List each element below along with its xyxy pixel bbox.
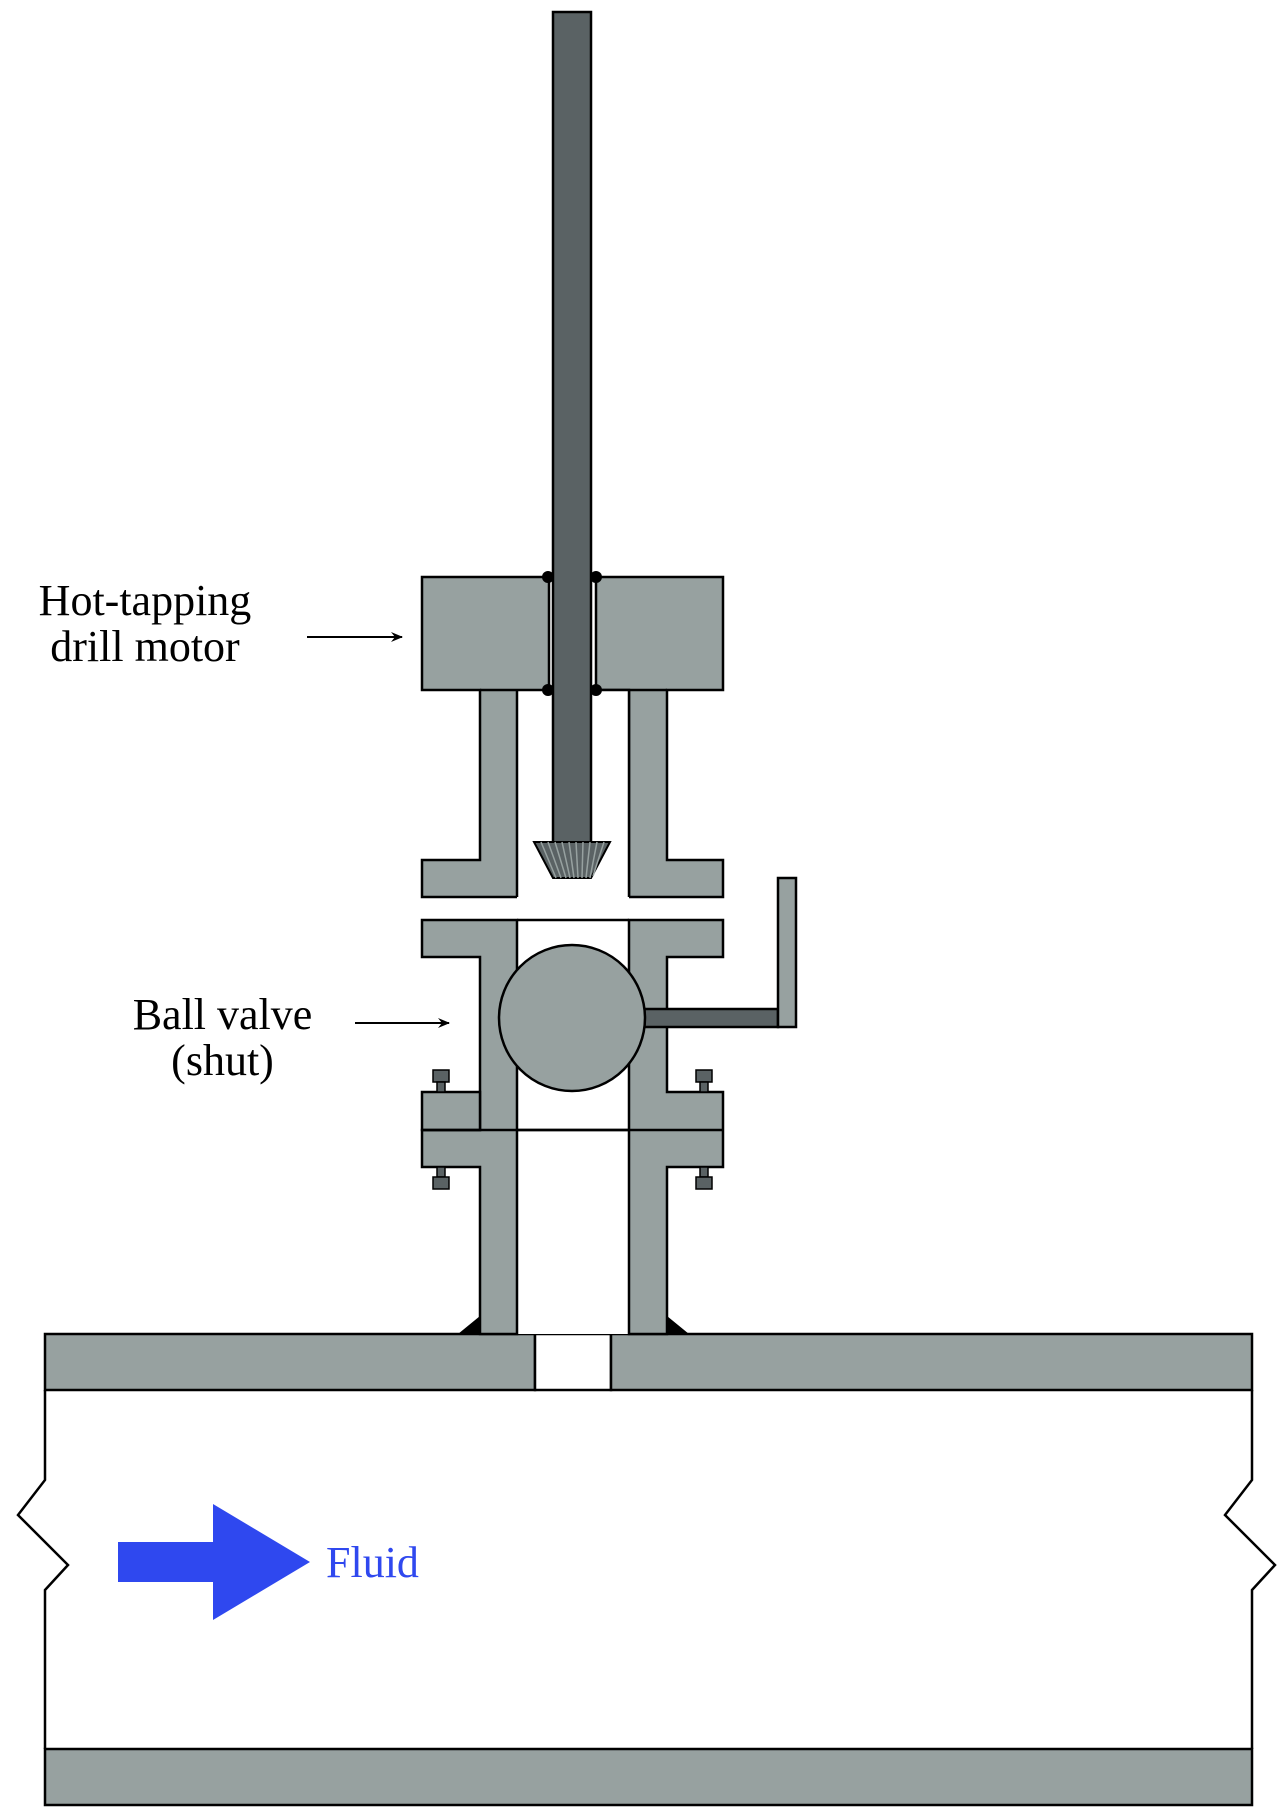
pipe-break-right — [1223, 1390, 1277, 1749]
weld-right — [667, 1316, 689, 1334]
pipe-top-wall-right — [609, 1332, 1254, 1392]
drill-motor-label-line1: Hot-tapping — [38, 576, 252, 625]
valve-body-left-bottom — [420, 1090, 482, 1132]
drill-motor-label-line2: drill motor — [50, 622, 240, 671]
tap-hole — [533, 1332, 613, 1392]
pipe-break-left — [16, 1390, 70, 1749]
pipe-top-wall-left — [43, 1332, 537, 1392]
valve-body-left — [420, 918, 519, 1336]
pipe-bottom-wall — [43, 1747, 1254, 1807]
pipe — [16, 1332, 1277, 1807]
valve-ball — [497, 943, 647, 1093]
ball-valve-label: Ball valve (shut) — [115, 992, 330, 1084]
valve-handle-grip — [776, 876, 798, 1029]
ball-valve-assembly — [420, 876, 798, 1336]
bolt-left — [432, 1069, 450, 1190]
cutter-bit-icon — [532, 841, 612, 879]
valve-body-right — [627, 918, 725, 1336]
bearing-dot — [590, 571, 602, 583]
ball-valve-label-line2: (shut) — [171, 1036, 274, 1085]
ball-valve-label-line1: Ball valve — [132, 990, 313, 1039]
bolt-right — [695, 1069, 713, 1190]
bearing-dot — [542, 684, 554, 696]
flow-arrow-icon — [118, 1504, 310, 1620]
weld-left — [458, 1316, 480, 1334]
valve-handle-arm — [638, 1007, 780, 1029]
drill-motor — [420, 10, 725, 899]
drill-shaft — [551, 10, 593, 846]
drill-motor-label: Hot-tapping drill motor — [20, 578, 270, 670]
bearing-dot — [590, 684, 602, 696]
bearing-dot — [542, 571, 554, 583]
fluid-label: Fluid — [326, 1538, 419, 1587]
